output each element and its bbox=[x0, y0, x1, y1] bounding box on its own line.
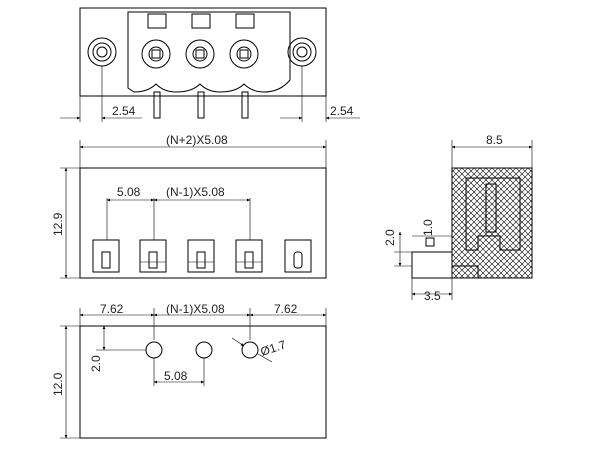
dim-front-height: 12.9 bbox=[51, 212, 65, 236]
screw-terminal bbox=[185, 39, 215, 69]
flange-hole-right bbox=[287, 37, 317, 67]
dim-bottom-left: 7.62 bbox=[100, 302, 124, 316]
dim-bottom-span: (N-1)X5.08 bbox=[166, 302, 225, 316]
bottom-view bbox=[60, 308, 327, 439]
dim-pin-pitch: 5.08 bbox=[117, 185, 141, 199]
dim-top-left: 2.54 bbox=[112, 104, 136, 118]
bottom-view-body bbox=[79, 325, 327, 439]
slot bbox=[284, 239, 312, 273]
front-view bbox=[60, 140, 327, 279]
dim-overall-length: (N+2)X5.08 bbox=[166, 133, 228, 147]
pin-hole bbox=[195, 341, 213, 359]
dim-side-offset-1: 1.0 bbox=[421, 219, 435, 236]
pin bbox=[241, 91, 249, 119]
dim-pin-span: (N-1)X5.08 bbox=[166, 185, 225, 199]
pin-hole bbox=[145, 341, 163, 359]
slot bbox=[92, 239, 120, 273]
flange-hole-left bbox=[87, 37, 117, 67]
slot bbox=[187, 239, 215, 273]
slot bbox=[235, 239, 263, 273]
dim-bottom-height: 12.0 bbox=[51, 372, 65, 396]
slot bbox=[139, 239, 167, 273]
dim-hole-diameter: Ø1.7 bbox=[259, 337, 288, 358]
dim-side-width: 8.5 bbox=[486, 133, 503, 147]
top-view bbox=[60, 7, 360, 122]
dim-bottom-right: 7.62 bbox=[274, 302, 298, 316]
top-view-body bbox=[79, 7, 327, 97]
pin-hole bbox=[241, 341, 259, 359]
top-view-housing bbox=[127, 11, 291, 93]
dim-side-base: 3.5 bbox=[424, 289, 441, 303]
dim-hole-offset: 2.0 bbox=[89, 355, 103, 372]
dim-hole-pitch: 5.08 bbox=[164, 369, 188, 383]
front-view-body bbox=[79, 167, 327, 279]
pin bbox=[197, 91, 205, 119]
dim-top-right: 2.54 bbox=[330, 104, 354, 118]
dim-side-offset-2: 2.0 bbox=[383, 229, 397, 246]
pin bbox=[153, 91, 161, 119]
screw-terminal bbox=[141, 39, 171, 69]
screw-terminal bbox=[229, 39, 259, 69]
side-view bbox=[394, 140, 533, 300]
